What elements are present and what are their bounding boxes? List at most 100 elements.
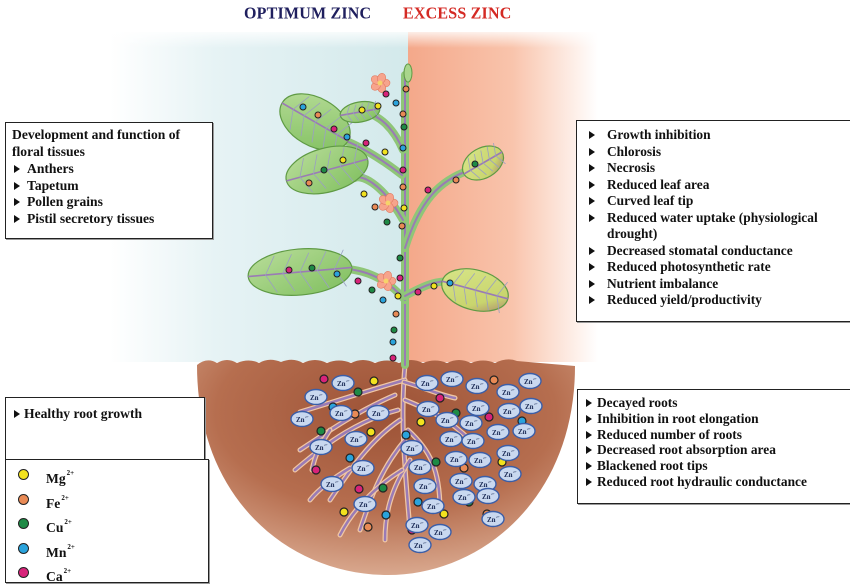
zinc-ion-shape [519, 397, 543, 415]
list-item: Decreased root absorption area [584, 442, 846, 458]
zinc-ion-shape [290, 410, 314, 428]
leaf-vein [366, 110, 373, 119]
zinc-ion-label: Zn [472, 405, 481, 413]
leaf-vein [316, 251, 327, 271]
nutrient-dot [435, 393, 445, 403]
leaf-vein [353, 104, 357, 114]
leaf-vein [486, 146, 490, 160]
leaf-vein [353, 143, 358, 163]
zinc-ion-label: Zn [434, 529, 443, 537]
zinc-ion-shape [435, 411, 459, 429]
leaf-vein [480, 150, 484, 164]
zinc-ion-label: Zn [445, 436, 454, 444]
zinc-ion-charge: 2+ [436, 502, 440, 506]
zinc-ion-shape [498, 465, 522, 483]
nutrient-dot [392, 99, 400, 107]
zinc-ion-label: Zn [492, 429, 501, 437]
list-item-label: Anthers [27, 161, 74, 176]
nutrient-dot [394, 292, 402, 300]
nutrient-dot [489, 375, 499, 385]
zinc-ion-charge: 2+ [534, 402, 538, 406]
zinc-ion-label: Zn [406, 445, 415, 453]
excess-zinc-header: EXCESS ZINC [403, 4, 512, 23]
zinc-ion-charge: 2+ [305, 415, 309, 419]
nutrient-legend: Mg2+ Fe2+ Cu2+ Mn2+ Ca2+ [5, 459, 209, 584]
nutrient-dot [389, 338, 397, 346]
background-fade [110, 28, 408, 48]
nutrient-dot [353, 387, 363, 397]
nutrient-dot [452, 176, 460, 184]
leaf-vein [470, 170, 481, 179]
zinc-ion-charge: 2+ [467, 493, 471, 497]
leaf-vein [299, 157, 304, 178]
fe-dot-icon [18, 493, 29, 505]
leaf-vein [265, 274, 278, 293]
leaf-vein [336, 121, 354, 135]
root-vein [298, 393, 397, 452]
flower [378, 193, 399, 213]
nutrient-dot [366, 427, 376, 437]
leaf-vein [292, 96, 310, 110]
bullet-triangle-icon [586, 462, 592, 471]
leaf-vein [300, 115, 305, 137]
nutrient-dot [330, 125, 338, 133]
nutrient-dot [362, 139, 370, 147]
list-item-label: Decayed roots [597, 395, 678, 410]
zinc-ion-shape [331, 374, 355, 392]
leaf-vein [299, 271, 313, 290]
list-item-label: Reduced root hydraulic conductance [597, 473, 807, 489]
zinc-ion-label: Zn [372, 410, 381, 418]
legend-label: Fe [46, 495, 61, 511]
leaf-vein [474, 289, 478, 308]
list-item-label: Reduced yield/productivity [607, 292, 762, 307]
list-item: Decayed roots [584, 395, 846, 411]
nutrient-dot [299, 103, 307, 111]
bullet-triangle-icon [589, 197, 595, 205]
bullet-triangle-icon [586, 446, 592, 455]
zinc-ion-shape [481, 510, 505, 528]
zinc-ion-label: Zn [411, 522, 420, 530]
zinc-ion-label: Zn [458, 494, 467, 502]
nutrient-dot [439, 509, 449, 519]
zinc-ion-label: Zn [467, 438, 476, 446]
nutrient-dot [308, 264, 316, 272]
list-item: Decreased stomatal conductance [585, 243, 845, 260]
leaf-vein [463, 273, 476, 288]
list-item: Necrosis [585, 160, 845, 177]
leaf-vein [476, 166, 487, 176]
leaf-vein [353, 112, 360, 121]
zinc-ion-charge: 2+ [501, 428, 505, 432]
nutrient-dot [446, 279, 454, 287]
nutrient-dot [311, 465, 321, 475]
zinc-ion-charge: 2+ [335, 480, 339, 484]
zinc-ion-charge: 2+ [423, 463, 427, 467]
zinc-ion-label: Zn [524, 378, 533, 386]
zinc-ion-label: Zn [419, 483, 428, 491]
nutrient-dot [316, 426, 326, 436]
bullet-triangle-icon [589, 246, 595, 255]
nutrient-dot [402, 85, 410, 93]
nutrient-dot [354, 484, 364, 494]
flower-center [383, 278, 389, 284]
zinc-ion-label: Zn [310, 394, 319, 402]
zinc-ion-label: Zn [479, 481, 488, 489]
zinc-ion-charge: 2+ [455, 375, 459, 379]
nutrient-dot [382, 90, 390, 98]
zinc-ion-label: Zn [350, 436, 359, 444]
zinc-ion-label: Zn [414, 464, 423, 472]
zinc-ion-shape [408, 536, 432, 554]
nutrient-dot [285, 266, 293, 274]
zinc-ion-charge: 2+ [368, 500, 372, 504]
nutrient-dot [354, 277, 362, 285]
leaf-vein [313, 154, 318, 174]
